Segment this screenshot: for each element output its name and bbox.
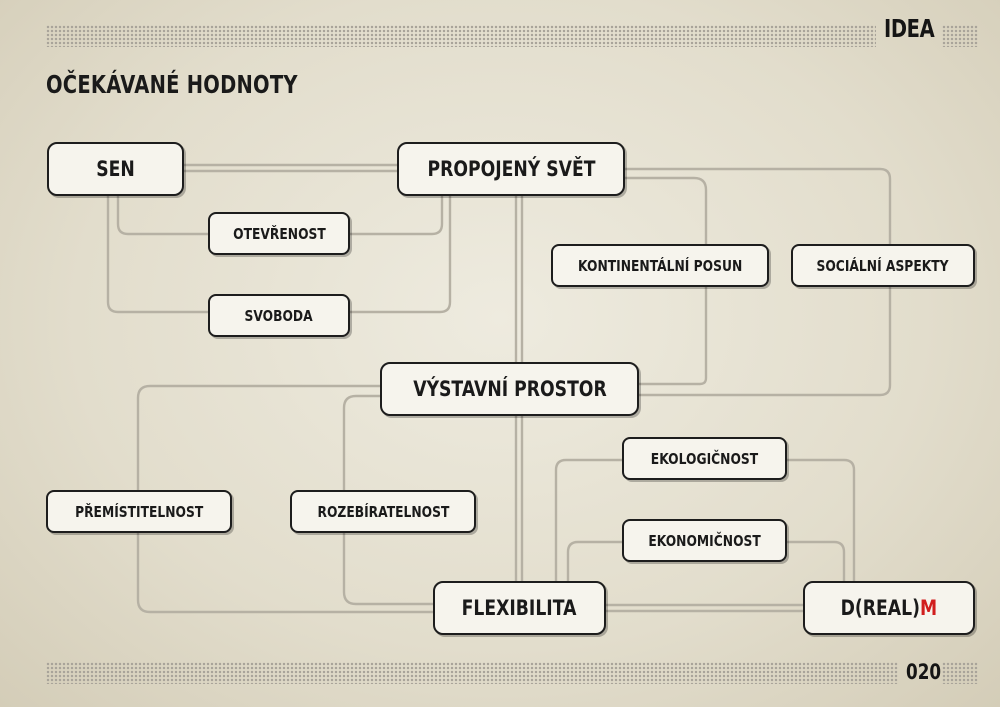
footer-dots-right: [942, 662, 978, 684]
header-dots-left: [46, 25, 876, 47]
header-dots-right: [942, 25, 978, 47]
node-flexibilita-label: FLEXIBILITA: [462, 596, 577, 620]
node-drealm-accent: M: [920, 596, 938, 620]
node-propojeny-svet-label: PROPOJENÝ SVĚT: [426, 157, 596, 181]
node-svoboda: SVOBODA: [208, 294, 350, 337]
node-rozebiratelnost-label: ROZEBÍRATELNOST: [317, 502, 449, 521]
page-number: 020: [906, 660, 942, 684]
node-sen-label: SEN: [96, 157, 135, 181]
node-otevrenost: OTEVŘENOST: [208, 212, 350, 255]
node-vystavni-prostor: VÝSTAVNÍ PROSTOR: [380, 362, 639, 416]
node-ekonomicnost-label: EKONOMIČNOST: [648, 531, 761, 550]
node-svoboda-label: SVOBODA: [244, 306, 314, 325]
section-label: IDEA: [884, 14, 935, 43]
node-premistitelnost: PŘEMÍSTITELNOST: [46, 490, 232, 533]
node-otevrenost-label: OTEVŘENOST: [232, 224, 326, 243]
node-socialni-aspekty: SOCIÁLNÍ ASPEKTY: [791, 244, 975, 287]
node-propojeny-svet: PROPOJENÝ SVĚT: [397, 142, 625, 196]
node-drealm-text: D(REAL): [840, 596, 921, 620]
node-ekologicnost-label: EKOLOGIČNOST: [650, 449, 759, 468]
node-drealm: D(REAL)M: [803, 581, 975, 635]
node-drealm-label: D(REAL)M: [841, 596, 938, 620]
node-ekonomicnost: EKONOMIČNOST: [622, 519, 787, 562]
node-rozebiratelnost: ROZEBÍRATELNOST: [290, 490, 476, 533]
node-ekologicnost: EKOLOGIČNOST: [622, 437, 787, 480]
node-socialni-aspekty-label: SOCIÁLNÍ ASPEKTY: [816, 256, 950, 275]
page-title: OČEKÁVANÉ HODNOTY: [46, 70, 298, 99]
node-flexibilita: FLEXIBILITA: [433, 581, 606, 635]
node-premistitelnost-label: PŘEMÍSTITELNOST: [74, 502, 204, 521]
node-vystavni-prostor-label: VÝSTAVNÍ PROSTOR: [412, 377, 607, 401]
node-kontinentalni-posun-label: KONTINENTÁLNÍ POSUN: [577, 256, 743, 275]
node-kontinentalni-posun: KONTINENTÁLNÍ POSUN: [551, 244, 769, 287]
node-sen: SEN: [47, 142, 184, 196]
footer-dots-left: [46, 662, 898, 684]
